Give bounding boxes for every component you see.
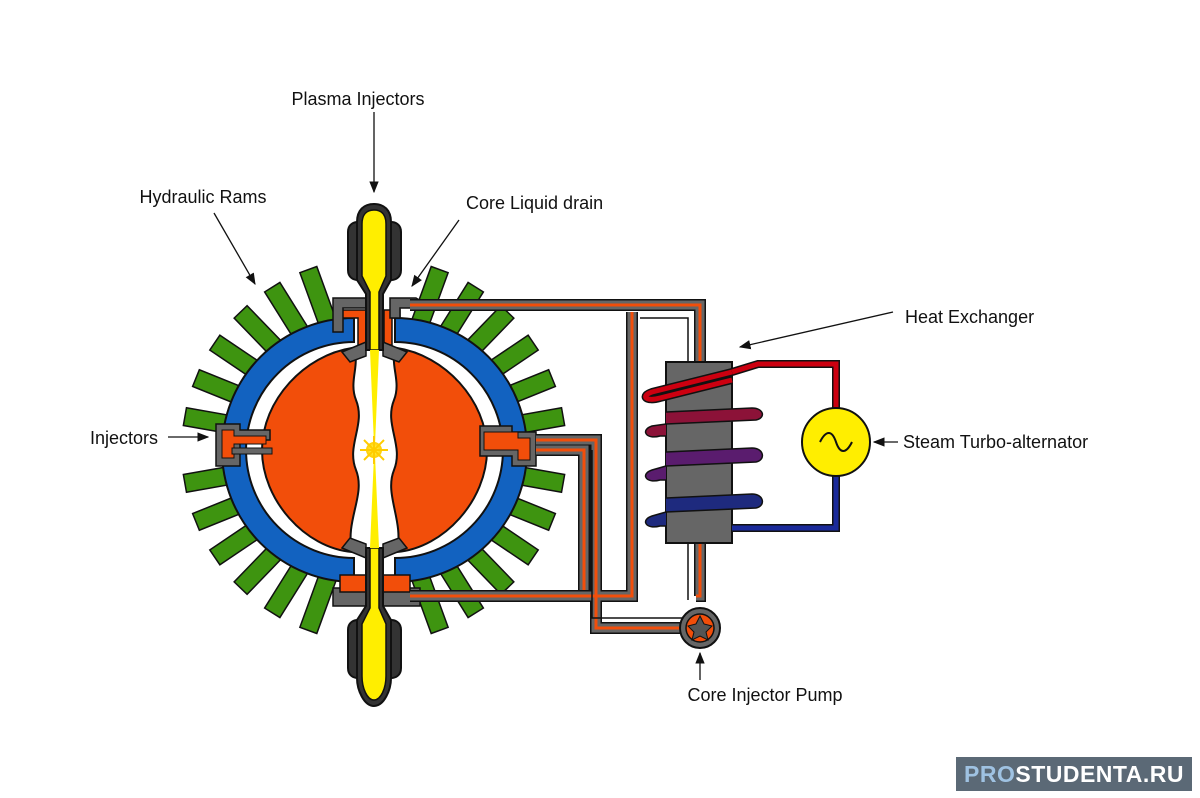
labels: Plasma Injectors Hydraulic Rams Core Liq… (90, 89, 1088, 705)
label-core-injector-pump: Core Injector Pump (687, 685, 842, 705)
label-injectors: Injectors (90, 428, 158, 448)
label-plasma-injectors: Plasma Injectors (291, 89, 424, 109)
plasma-injector-top (347, 202, 402, 351)
reactor-core (260, 346, 489, 554)
leader-arrows (168, 112, 898, 680)
ac-wave-icon (819, 432, 853, 452)
injector-right (479, 425, 537, 467)
plasma-beam (360, 350, 388, 548)
heat-exchanger (641, 361, 764, 544)
plasma-injector-bottom (347, 547, 402, 708)
turbo-alternator (801, 407, 871, 477)
label-core-liquid-drain: Core Liquid drain (466, 193, 603, 213)
watermark: PROSTUDENTA.RU (956, 757, 1192, 791)
label-steam-turbo-alternator: Steam Turbo-alternator (903, 432, 1088, 452)
label-hydraulic-rams: Hydraulic Rams (139, 187, 266, 207)
injector-left (215, 423, 273, 467)
pump-rotor-icon (687, 614, 713, 641)
steam-loop (730, 360, 840, 532)
core-manifold (332, 297, 435, 607)
fusion-flash-icon (360, 436, 388, 464)
label-heat-exchanger: Heat Exchanger (905, 307, 1034, 327)
core-injector-pump (679, 607, 721, 649)
